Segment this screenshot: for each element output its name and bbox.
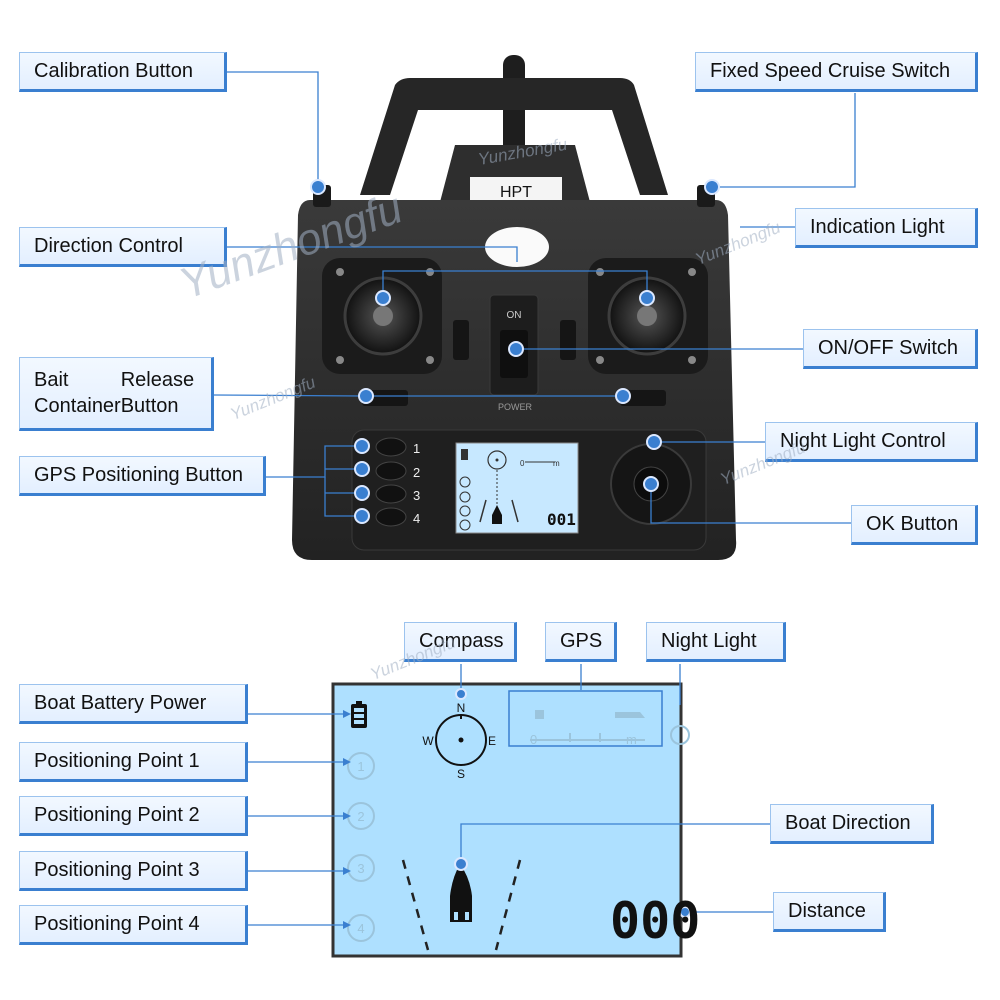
gps-number-4: 4	[413, 511, 420, 526]
on-text: ON	[507, 310, 522, 321]
gps-frame	[508, 690, 663, 747]
gps-number-2: 2	[413, 465, 420, 480]
position-point-1-number: 1	[357, 759, 364, 774]
brand-text: HPT	[500, 184, 532, 201]
label-boat-battery-power: Boat Battery Power	[19, 684, 248, 724]
bait-label-line-1: Bait Container	[34, 369, 121, 417]
mini-lcd-distance: 001	[547, 510, 576, 529]
label-night-light: Night Light	[646, 622, 786, 662]
label-on-off-switch: ON/OFF Switch	[803, 329, 978, 369]
label-fixed-speed-cruise-switch: Fixed Speed Cruise Switch	[695, 52, 978, 92]
bait-switch-right	[620, 390, 666, 406]
label-positioning-point-2: Positioning Point 2	[19, 796, 248, 836]
arrow-heads	[343, 710, 351, 929]
label-compass: Compass	[404, 622, 517, 662]
left-trim	[453, 320, 469, 360]
position-point-3-icon	[347, 854, 375, 882]
label-distance: Distance	[773, 892, 886, 932]
boat-icon	[450, 864, 472, 922]
gps-scale-zero: 0	[530, 732, 537, 747]
compass-south: S	[457, 767, 465, 781]
label-calibration-button: Calibration Button	[19, 52, 227, 92]
bottom-leader-lines	[248, 664, 773, 926]
label-indication-light: Indication Light	[795, 208, 978, 248]
position-point-3-number: 3	[357, 861, 364, 876]
top-callout-dots	[310, 179, 720, 524]
label-gps: GPS	[545, 622, 617, 662]
night-light-icon	[670, 725, 690, 745]
gps-number-3: 3	[413, 488, 420, 503]
label-positioning-point-4: Positioning Point 4	[19, 905, 248, 945]
gps-scale-unit: m	[626, 732, 637, 747]
label-direction-control: Direction Control	[19, 227, 227, 267]
position-point-4-icon	[347, 914, 375, 942]
gps-number-1: 1	[413, 441, 420, 456]
bottom-callout-dots	[454, 688, 691, 918]
label-bait-container-release-button: Bait Container Release Button	[19, 357, 214, 431]
mini-lcd-unit: m	[553, 459, 560, 468]
lcd-screen	[331, 682, 690, 958]
compass-north: N	[457, 701, 466, 715]
position-point-2-number: 2	[357, 809, 364, 824]
compass-east: E	[488, 734, 496, 748]
brand-plate	[470, 177, 562, 203]
carry-handle	[360, 78, 668, 195]
label-boat-direction: Boat Direction	[770, 804, 934, 844]
label-ok-button: OK Button	[851, 505, 978, 545]
top-leader-lines	[213, 71, 856, 524]
label-positioning-point-3: Positioning Point 3	[19, 851, 248, 891]
distance-digits: 000	[610, 892, 700, 950]
power-text: POWER	[498, 402, 533, 412]
position-point-1-icon	[347, 752, 375, 780]
bait-label-line-2: Release Button	[120, 369, 195, 417]
remote-control	[292, 55, 737, 560]
compass-west: W	[422, 734, 434, 748]
position-point-4-number: 4	[357, 921, 364, 936]
label-gps-positioning-button: GPS Positioning Button	[19, 456, 266, 496]
right-trim	[560, 320, 576, 360]
label-positioning-point-1: Positioning Point 1	[19, 742, 248, 782]
mini-lcd-scale: 0	[520, 459, 525, 468]
label-night-light-control: Night Light Control	[765, 422, 978, 462]
